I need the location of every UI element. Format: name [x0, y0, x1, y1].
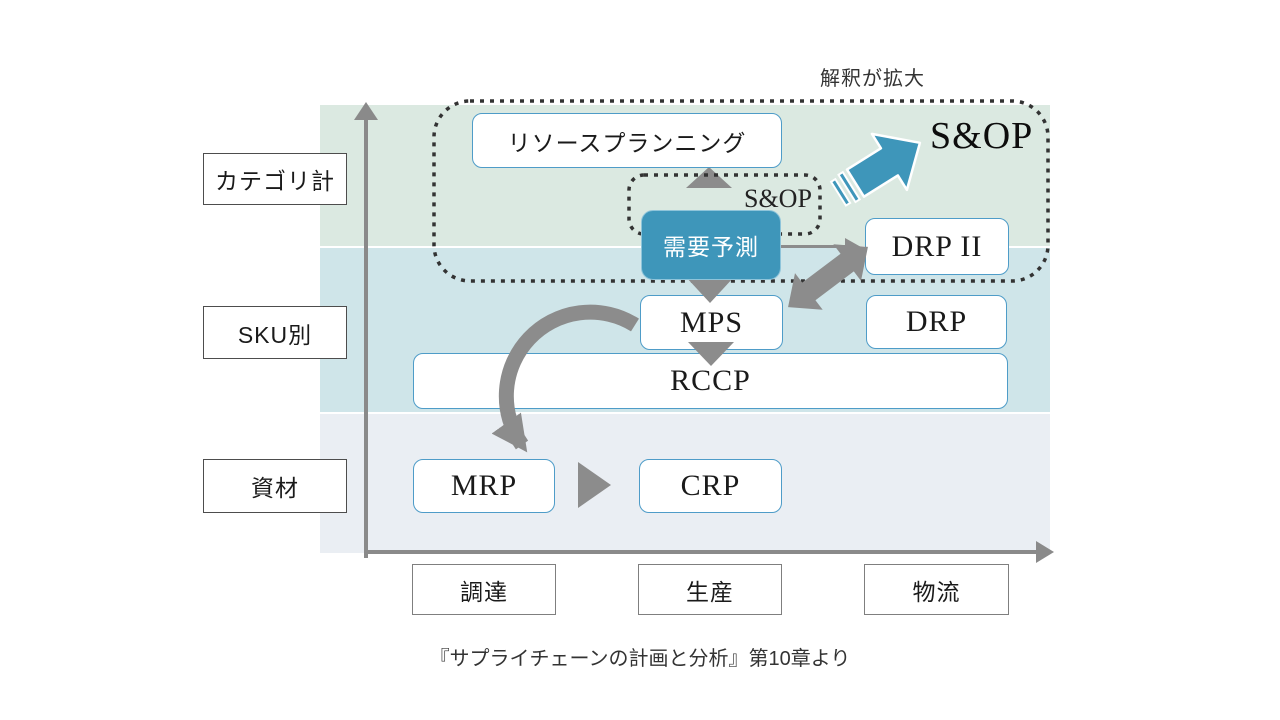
- col-label-production: 生産: [638, 564, 782, 615]
- curved-arrow-mps-to-mrp-icon: [491, 304, 639, 453]
- drp2-box: DRP II: [865, 218, 1009, 275]
- resource-planning-label: リソースプランニング: [507, 129, 747, 156]
- col-label-logistics: 物流: [864, 564, 1009, 615]
- row-label-category: カテゴリ計: [203, 153, 347, 205]
- sop-large-label: S&OP: [930, 115, 1034, 157]
- col-label-production-text: 生産: [686, 578, 734, 605]
- sop-expansion-arrow-icon: [829, 132, 922, 207]
- down-arrow-forecast-to-mps-icon: [686, 277, 734, 303]
- drp-box: DRP: [866, 295, 1007, 349]
- sop-inner-dotted-outline: [627, 173, 822, 236]
- right-arrow-mrp-to-crp-icon: [578, 462, 611, 508]
- col-label-procurement-text: 調達: [460, 578, 508, 605]
- row-label-sku-text: SKU別: [237, 321, 313, 348]
- row-label-material: 資材: [203, 459, 347, 513]
- x-axis-line: [364, 550, 1038, 554]
- mrp-box: MRP: [413, 459, 555, 513]
- rccp-label: RCCP: [670, 364, 751, 397]
- source-caption: 『サプライチェーンの計画と分析』第10章より: [429, 648, 851, 670]
- row-label-category-text: カテゴリ計: [215, 168, 335, 194]
- sop-small-label: S&OP: [744, 184, 812, 213]
- row-label-sku: SKU別: [203, 306, 347, 359]
- col-label-logistics-text: 物流: [912, 578, 961, 605]
- col-label-procurement: 調達: [412, 564, 556, 615]
- crp-box: CRP: [639, 459, 782, 513]
- up-arrow-icon: [686, 167, 732, 188]
- demand-forecast-box: 需要予測: [641, 210, 781, 280]
- row-label-material-text: 資材: [251, 475, 299, 501]
- mps-box: MPS: [640, 295, 783, 350]
- demand-forecast-label: 需要予測: [663, 234, 759, 260]
- down-arrow-mps-to-rccp-icon: [688, 342, 734, 366]
- double-arrow-icon: [788, 244, 868, 310]
- sop-scope-dotted-outline: [432, 99, 1050, 283]
- mps-label: MPS: [679, 305, 744, 339]
- annotation-expanded-interpretation: 解釈が拡大: [820, 68, 925, 90]
- mrp-label: MRP: [450, 469, 518, 502]
- y-axis-line: [364, 118, 368, 558]
- x-axis-arrow-icon: [1036, 541, 1054, 563]
- arrow-forecast-to-drp2-line: [781, 245, 847, 248]
- crp-label: CRP: [680, 469, 741, 502]
- drp-label: DRP: [905, 305, 968, 338]
- resource-planning-box: リソースプランニング: [472, 113, 782, 168]
- drp2-label: DRP II: [891, 229, 983, 263]
- y-axis-arrow-icon: [354, 102, 378, 120]
